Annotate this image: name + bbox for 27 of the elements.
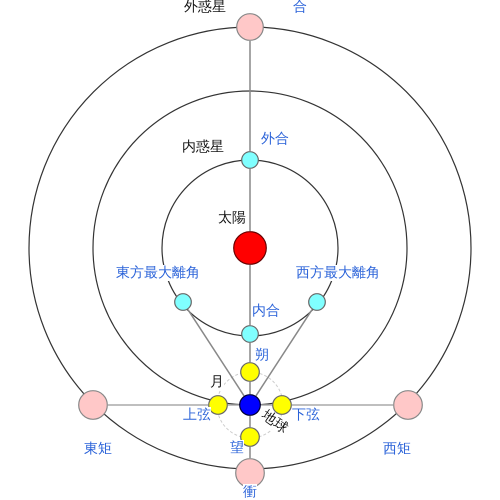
body-label: 月 bbox=[210, 374, 224, 390]
position-label: 下弦 bbox=[292, 407, 320, 423]
connector-line bbox=[249, 416, 251, 427]
connector-line bbox=[249, 41, 251, 151]
position-label: 朔 bbox=[255, 347, 269, 363]
connector-line bbox=[292, 404, 393, 406]
connector-line bbox=[249, 169, 251, 231]
connector-line bbox=[249, 343, 251, 362]
position-label: 衝 bbox=[243, 484, 257, 500]
connector-line bbox=[249, 265, 251, 325]
position-label: 西矩 bbox=[383, 441, 411, 457]
position-label: 望 bbox=[230, 440, 244, 456]
connector-line bbox=[108, 404, 208, 406]
connector-line bbox=[255, 309, 313, 396]
connector-line bbox=[261, 404, 272, 406]
position-label: 内合 bbox=[252, 303, 280, 319]
body-label: 太陽 bbox=[218, 210, 246, 226]
position-label: 東矩 bbox=[84, 441, 112, 457]
position-label: 東方最大離角 bbox=[116, 265, 200, 281]
connector-line bbox=[228, 404, 239, 406]
body-label: 内惑星 bbox=[182, 139, 224, 155]
position-label: 上弦 bbox=[183, 407, 211, 423]
position-label: 西方最大離角 bbox=[296, 265, 380, 281]
connector-line bbox=[249, 382, 251, 394]
connector-line bbox=[187, 309, 245, 396]
position-label: 外合 bbox=[261, 131, 289, 147]
connector-line bbox=[249, 447, 251, 458]
